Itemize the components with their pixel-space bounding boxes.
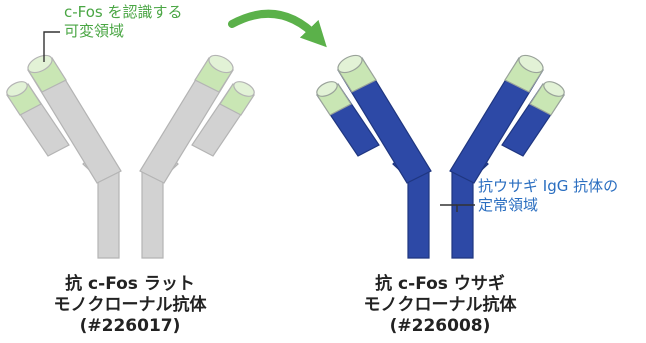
variable-region-label: c-Fos を認識する 可変領域 <box>64 3 183 41</box>
curved-arrow-right-icon <box>228 9 327 48</box>
constant-region-label-line1: 抗ウサギ IgG 抗体の <box>478 177 619 195</box>
rat-caption-line1: 抗 c-Fos ラット <box>65 274 195 294</box>
variable-region-leader-line <box>43 31 60 62</box>
constant-region-label: 抗ウサギ IgG 抗体の 定常領域 <box>478 177 618 215</box>
rabbit-caption-line3: (#226008) <box>389 316 491 336</box>
rat-antibody-caption: 抗 c-Fos ラット モノクローナル抗体 (#226017) <box>0 274 260 337</box>
rabbit-caption-line2: モノクローナル抗体 <box>363 295 517 315</box>
rat-caption-line2: モノクローナル抗体 <box>53 295 207 315</box>
rat-caption-line3: (#226017) <box>79 316 181 336</box>
antibody-rabbit-icon <box>316 54 565 259</box>
variable-region-label-line2: 可変領域 <box>64 22 125 40</box>
variable-region-label-line1: c-Fos を認識する <box>64 3 183 21</box>
rabbit-caption-line1: 抗 c-Fos ウサギ <box>375 274 505 294</box>
constant-region-label-line2: 定常領域 <box>478 196 539 214</box>
rabbit-antibody-caption: 抗 c-Fos ウサギ モノクローナル抗体 (#226008) <box>310 274 570 337</box>
antibody-rat-icon <box>6 54 255 259</box>
